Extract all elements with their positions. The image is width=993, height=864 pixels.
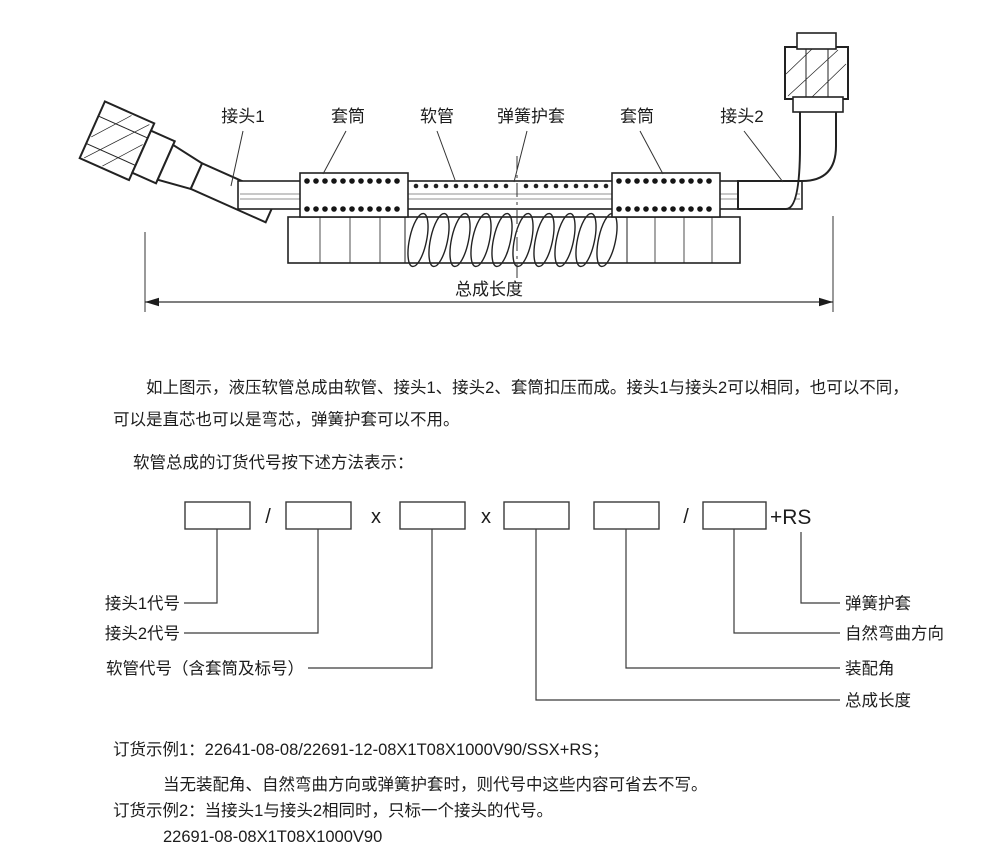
code-separators: / x x / +RS (265, 506, 811, 529)
dimension-label: 总成长度 (455, 280, 523, 299)
label-assembly-angle: 装配角 (845, 659, 895, 678)
label-hose-code: 软管代号（含套筒及标号） (106, 659, 304, 678)
label-joint1-code: 接头1代号 (105, 594, 180, 613)
code-box-hose (399, 501, 466, 530)
hose-assembly-drawing: 接头1 套筒 软管 弹簧护套 套筒 接头2 总成长度 (78, 32, 849, 312)
example2-line: 订货示例2：当接头1与接头2相同时，只标一个接头的代号。 (113, 802, 554, 820)
code-box-joint1 (184, 501, 251, 530)
code-box-length (503, 501, 570, 530)
dimension-assembly-length: 总成长度 (144, 216, 834, 312)
label-spring-guard: 弹簧护套 (845, 594, 911, 613)
example1-line: 订货示例1：22641-08-08/22691-12-08X1T08X1000V… (113, 741, 609, 759)
separator-slash-1: / (265, 506, 271, 528)
example1-note-line: 当无装配角、自然弯曲方向或弹簧护套时，则代号中这些内容可省去不写。 (163, 776, 708, 794)
part-leader-lines (230, 130, 784, 187)
ferrule-left (299, 172, 409, 218)
suffix-rs: +RS (770, 506, 811, 529)
label-joint2-code: 接头2代号 (105, 624, 180, 643)
joint2-fitting (737, 32, 849, 210)
code-field-labels: 接头1代号 接头2代号 软管代号（含套筒及标号） 弹簧护套 自然弯曲方向 装配角… (105, 594, 944, 710)
code-box-angle (593, 501, 660, 530)
code-box-joint2 (285, 501, 352, 530)
intro-line-2: 可以是直芯也可以是弯芯，弹簧护套可以不用。 (113, 411, 460, 429)
intro-line-1: 如上图示，液压软管总成由软管、接头1、接头2、套筒扣压而成。接头1与接头2可以相… (146, 379, 909, 397)
spring-wire-dots (413, 183, 609, 189)
label-assembly-length: 总成长度 (845, 691, 911, 710)
code-boxes (184, 501, 767, 530)
ferrule-right (611, 172, 721, 218)
part-label-joint1: 接头1 (221, 107, 264, 126)
label-bend-direction: 自然弯曲方向 (845, 624, 944, 643)
order-examples: 订货示例1：22641-08-08/22691-12-08X1T08X1000V… (113, 737, 973, 850)
example2-code-line: 22691-08-08X1T08X1000V90 (163, 828, 383, 846)
code-leader-lines (184, 529, 840, 701)
part-label-spring-guard: 弹簧护套 (497, 107, 565, 126)
part-label-joint2: 接头2 (720, 107, 763, 126)
part-label-ferrule-right: 套筒 (620, 107, 654, 126)
intro-paragraph: 如上图示，液压软管总成由软管、接头1、接头2、套筒扣压而成。接头1与接头2可以相… (113, 372, 973, 436)
part-labels: 接头1 套筒 软管 弹簧护套 套筒 接头2 (221, 107, 763, 126)
dimension-arrow-left (145, 297, 159, 307)
spring-guard-coil (407, 212, 618, 268)
separator-slash-2: / (683, 506, 689, 528)
part-label-hose: 软管 (420, 107, 454, 126)
dimension-arrow-right (819, 297, 833, 307)
separator-x-1: x (371, 506, 381, 528)
part-label-ferrule-left: 套筒 (331, 107, 365, 126)
code-box-direction (702, 501, 767, 530)
separator-x-2: x (481, 506, 491, 528)
order-code-diagram: / x x / +RS 接头1代号 接头2代号 软管代号（含套筒及标号） 弹簧护… (105, 501, 944, 710)
code-method-intro: 软管总成的订货代号按下述方法表示： (133, 454, 414, 472)
